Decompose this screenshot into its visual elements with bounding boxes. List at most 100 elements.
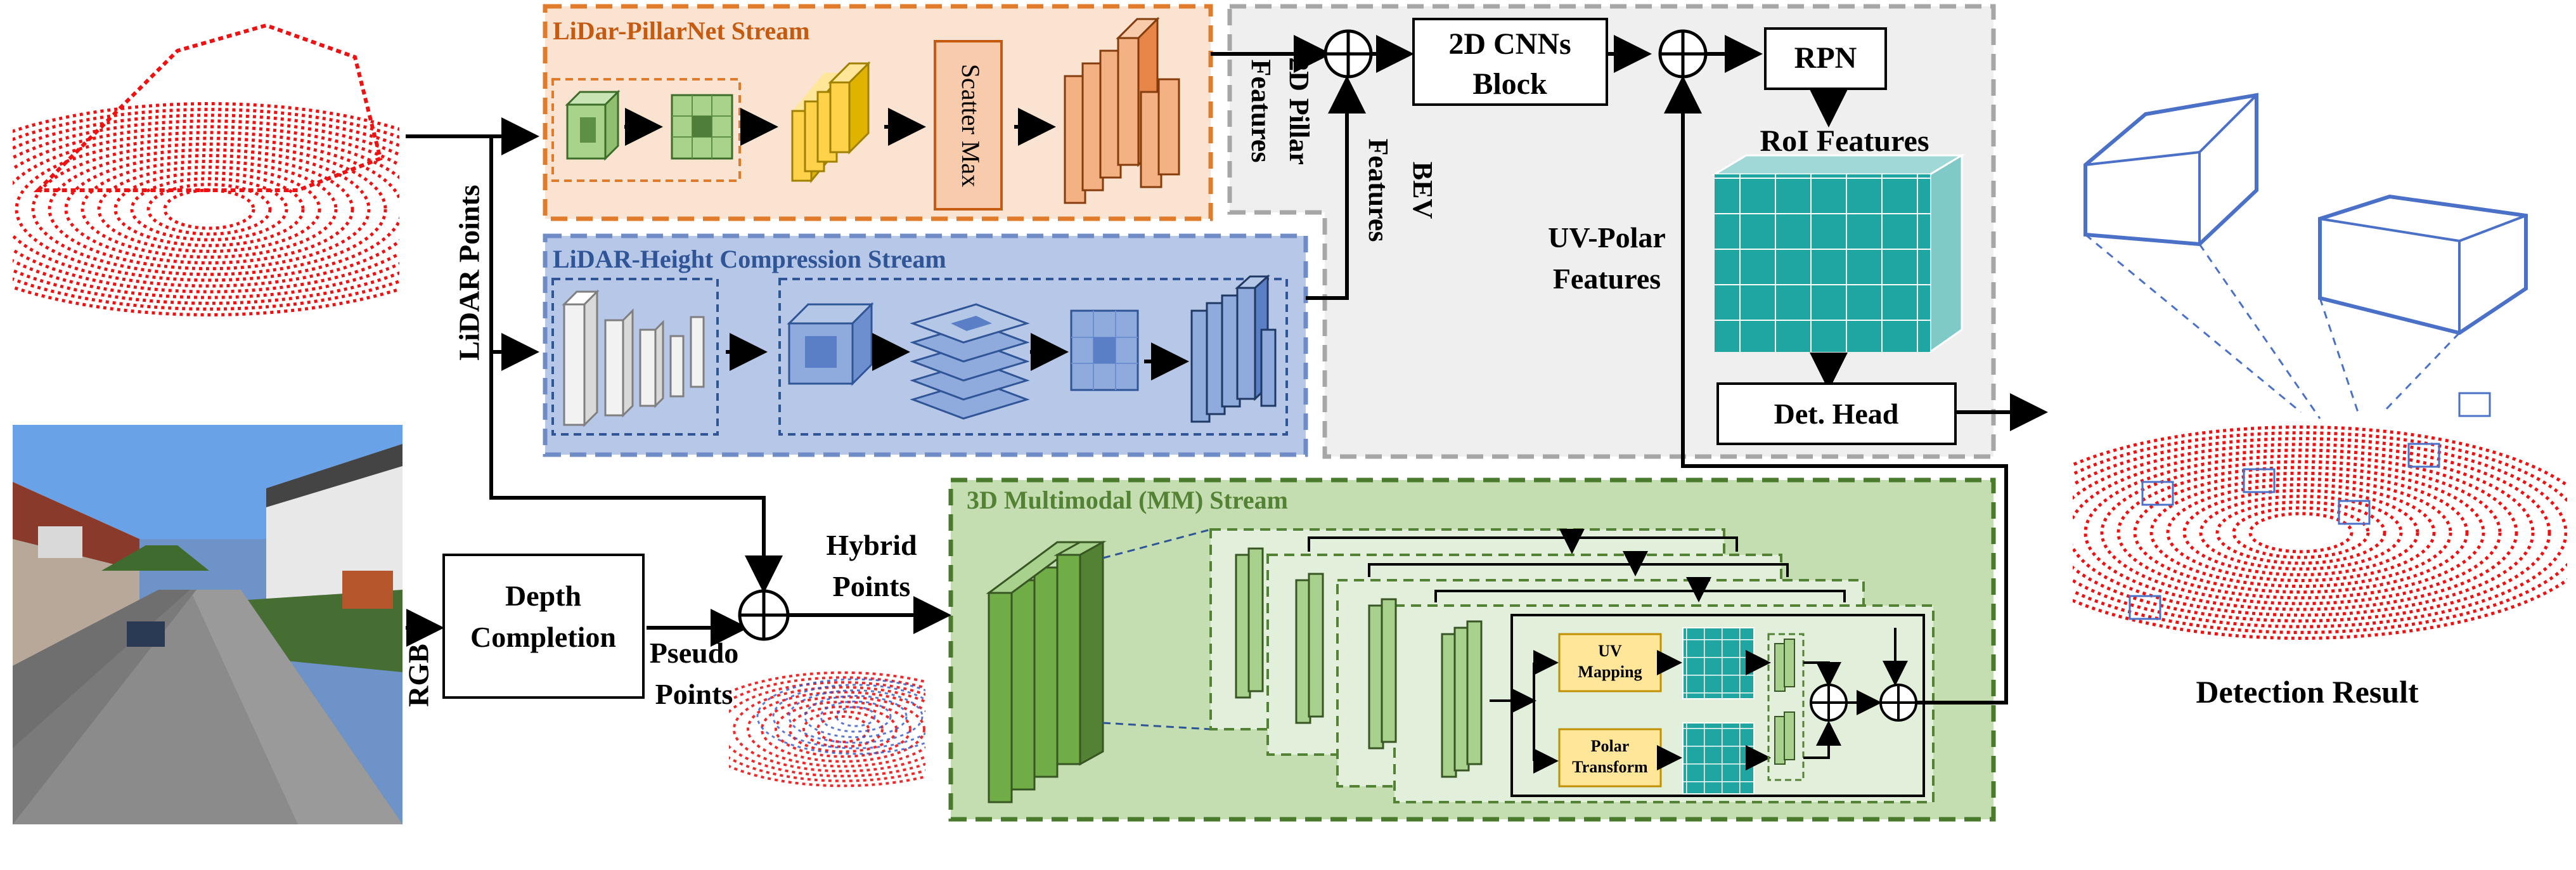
pseudo-point-cloud (729, 671, 925, 788)
scan-line (2199, 495, 2403, 571)
lidar-point-cloud-input (13, 23, 399, 316)
uv-mapping-line2: Mapping (1578, 663, 1642, 681)
scan-line (747, 691, 925, 768)
scan-line (2073, 437, 2567, 628)
scan-line (2232, 506, 2370, 559)
det-head-block: Det. Head (1716, 382, 1957, 445)
detected-box (2243, 468, 2276, 493)
uv-mapping-line1: UV (1598, 642, 1622, 660)
scan-line (15, 136, 399, 282)
scatter-max-label: Scatter Max (956, 64, 985, 187)
plus-operator-hybrid (738, 589, 790, 641)
scan-line (772, 684, 925, 750)
scan-line (820, 700, 892, 733)
scan-line (835, 706, 876, 727)
plus-operator-bev (1323, 29, 1373, 79)
hybrid-points-line1: Hybrid (826, 529, 917, 561)
scan-line (2182, 489, 2419, 576)
pillar-backbone-layers (1064, 16, 1180, 204)
height-slices-icon (910, 303, 1030, 420)
plus-operator-mm-2 (1879, 684, 1917, 722)
cnn-block-line1: 2D CNNs (1448, 27, 1571, 61)
rpn-block: RPN (1764, 27, 1887, 90)
height-stream-title: LiDAR-Height Compression Stream (553, 245, 946, 273)
scan-line (2073, 448, 2535, 617)
scan-line (729, 676, 925, 782)
height-compression-stream: LiDAR-Height Compression Stream (543, 233, 1308, 457)
depth-line1: Depth (505, 580, 581, 612)
scan-line (80, 160, 338, 259)
pillar-encoder-layers (791, 61, 871, 184)
scan-line (816, 715, 870, 743)
scan-line (2073, 425, 2567, 640)
scan-line (13, 102, 399, 316)
voxel-cube-icon (565, 89, 621, 161)
scan-line (2248, 512, 2354, 554)
fusion-dashed-box (1767, 633, 1805, 781)
bbox-zoom-2 (2318, 194, 2528, 335)
compression-box (778, 278, 1288, 436)
detected-box (2458, 392, 2491, 417)
scan-line (2073, 443, 2551, 623)
det-head-label: Det. Head (1774, 398, 1899, 430)
depth-line2: Completion (470, 621, 616, 653)
detected-box (2128, 595, 2161, 620)
scan-line (2133, 471, 2469, 594)
encoder-box (551, 278, 719, 436)
scan-line (64, 153, 354, 265)
scan-line (97, 166, 321, 253)
pillarnet-stream-title: LiDar-PillarNet Stream (553, 16, 809, 45)
bbox-zoom-1 (2083, 93, 2258, 247)
scan-line (788, 689, 924, 744)
pillarnet-stream: LiDar-PillarNet Stream Scatter Max (543, 4, 1213, 221)
cnn-block-line2: Block (1472, 67, 1547, 101)
uvpolar-features-line2: Features (1553, 263, 1661, 295)
scan-line (113, 171, 305, 247)
scatter-max-block (934, 40, 1003, 211)
scan-line (31, 142, 387, 276)
rgb-image (13, 425, 402, 824)
scan-line (804, 695, 908, 738)
scan-line (733, 685, 925, 773)
detected-box (2407, 443, 2440, 468)
scan-line (802, 710, 884, 748)
bev-backbone-layers (1190, 274, 1277, 423)
rgb-label: RGB (402, 644, 435, 707)
mm-backbone-layers (986, 540, 1107, 803)
pillar-features-line1: 2D Pillar (1284, 57, 1315, 165)
polar-transform-block (1558, 728, 1662, 788)
cnn-block: 2D CNNs Block (1412, 18, 1608, 106)
bev-features-line1: BEV (1407, 162, 1438, 219)
scan-line (775, 700, 911, 758)
scan-line (2116, 465, 2485, 600)
scan-line (48, 148, 371, 271)
scan-line (2149, 477, 2452, 588)
roi-features-label: RoI Features (1760, 124, 1929, 158)
polar-feature-grid (1682, 722, 1755, 795)
scan-line (163, 188, 255, 230)
polar-transform-line2: Transform (1572, 758, 1648, 776)
mm-stream-title: 3D Multimodal (MM) Stream (967, 486, 1288, 514)
connectors (406, 35, 2048, 704)
mm-stream: 3D Multimodal (MM) Stream (948, 477, 1996, 822)
scan-line (761, 696, 925, 763)
scan-structure (33, 23, 383, 192)
scan-line (756, 678, 925, 755)
hybrid-points-line2: Points (833, 570, 911, 602)
rpn-label: RPN (1794, 41, 1857, 75)
scan-line (2215, 500, 2386, 565)
detection-result-cloud (2073, 93, 2567, 640)
scan-line (13, 119, 399, 299)
plus-operator-roi (1658, 29, 1708, 79)
scan-line (2166, 483, 2436, 582)
uvpolar-features-line1: UV-Polar (1548, 221, 1666, 254)
scan-line (130, 177, 288, 242)
voxel-volume-icon (787, 302, 874, 386)
mm-panel-layers (1235, 547, 1483, 778)
pseudo-points-line2: Points (655, 678, 733, 710)
bev-features-line2: Features (1363, 139, 1394, 242)
uv-mapping-block (1558, 633, 1662, 692)
lidar-points-label: LiDAR Points (453, 185, 486, 360)
pillar-features-line2: Features (1246, 60, 1277, 163)
depth-completion-block: Depth Completion (442, 554, 645, 699)
